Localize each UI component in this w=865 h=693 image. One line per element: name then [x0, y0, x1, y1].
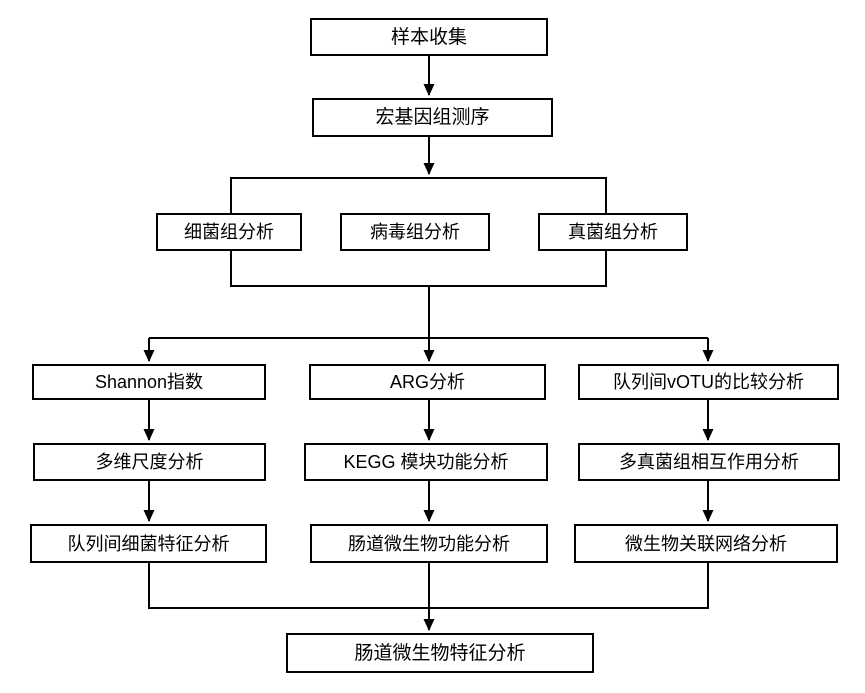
node-label: 宏基因组测序 — [375, 107, 490, 128]
node-label: Shannon指数 — [94, 372, 204, 392]
node-virome-analysis: 病毒组分析 — [340, 213, 490, 251]
node-fungal-interaction: 多真菌组相互作用分析 — [578, 443, 840, 481]
node-label: 肠道微生物功能分析 — [348, 533, 510, 554]
node-label: 多真菌组相互作用分析 — [619, 452, 799, 472]
node-bacteriome-analysis: 细菌组分析 — [156, 213, 302, 251]
node-gut-microbiome-function: 肠道微生物功能分析 — [310, 524, 548, 563]
node-label: 真菌组分析 — [568, 222, 658, 242]
node-metagenome-sequencing: 宏基因组测序 — [312, 98, 553, 137]
node-shannon-index: Shannon指数 — [32, 364, 266, 400]
node-label: 微生物关联网络分析 — [625, 533, 787, 554]
node-label: 肠道微生物特征分析 — [354, 642, 526, 664]
node-votu-comparison: 队列间vOTU的比较分析 — [578, 364, 839, 400]
node-cohort-bacteria-features: 队列间细菌特征分析 — [30, 524, 267, 563]
node-label: KEGG 模块功能分析 — [343, 452, 509, 472]
node-arg-analysis: ARG分析 — [309, 364, 546, 400]
node-label: 多维尺度分析 — [95, 452, 204, 472]
node-mycobiome-analysis: 真菌组分析 — [538, 213, 688, 251]
node-mds-analysis: 多维尺度分析 — [33, 443, 266, 481]
node-gut-microbiome-features: 肠道微生物特征分析 — [286, 633, 594, 673]
node-label: 队列间细菌特征分析 — [67, 533, 230, 554]
node-kegg-module-function: KEGG 模块功能分析 — [304, 443, 548, 481]
node-sample-collection: 样本收集 — [310, 18, 548, 56]
node-label: 病毒组分析 — [370, 222, 460, 242]
node-label: 队列间vOTU的比较分析 — [613, 372, 804, 392]
node-label: 样本收集 — [390, 26, 467, 48]
node-label: ARG分析 — [389, 372, 465, 392]
node-label: 细菌组分析 — [184, 222, 274, 242]
node-microbial-network: 微生物关联网络分析 — [574, 524, 838, 563]
